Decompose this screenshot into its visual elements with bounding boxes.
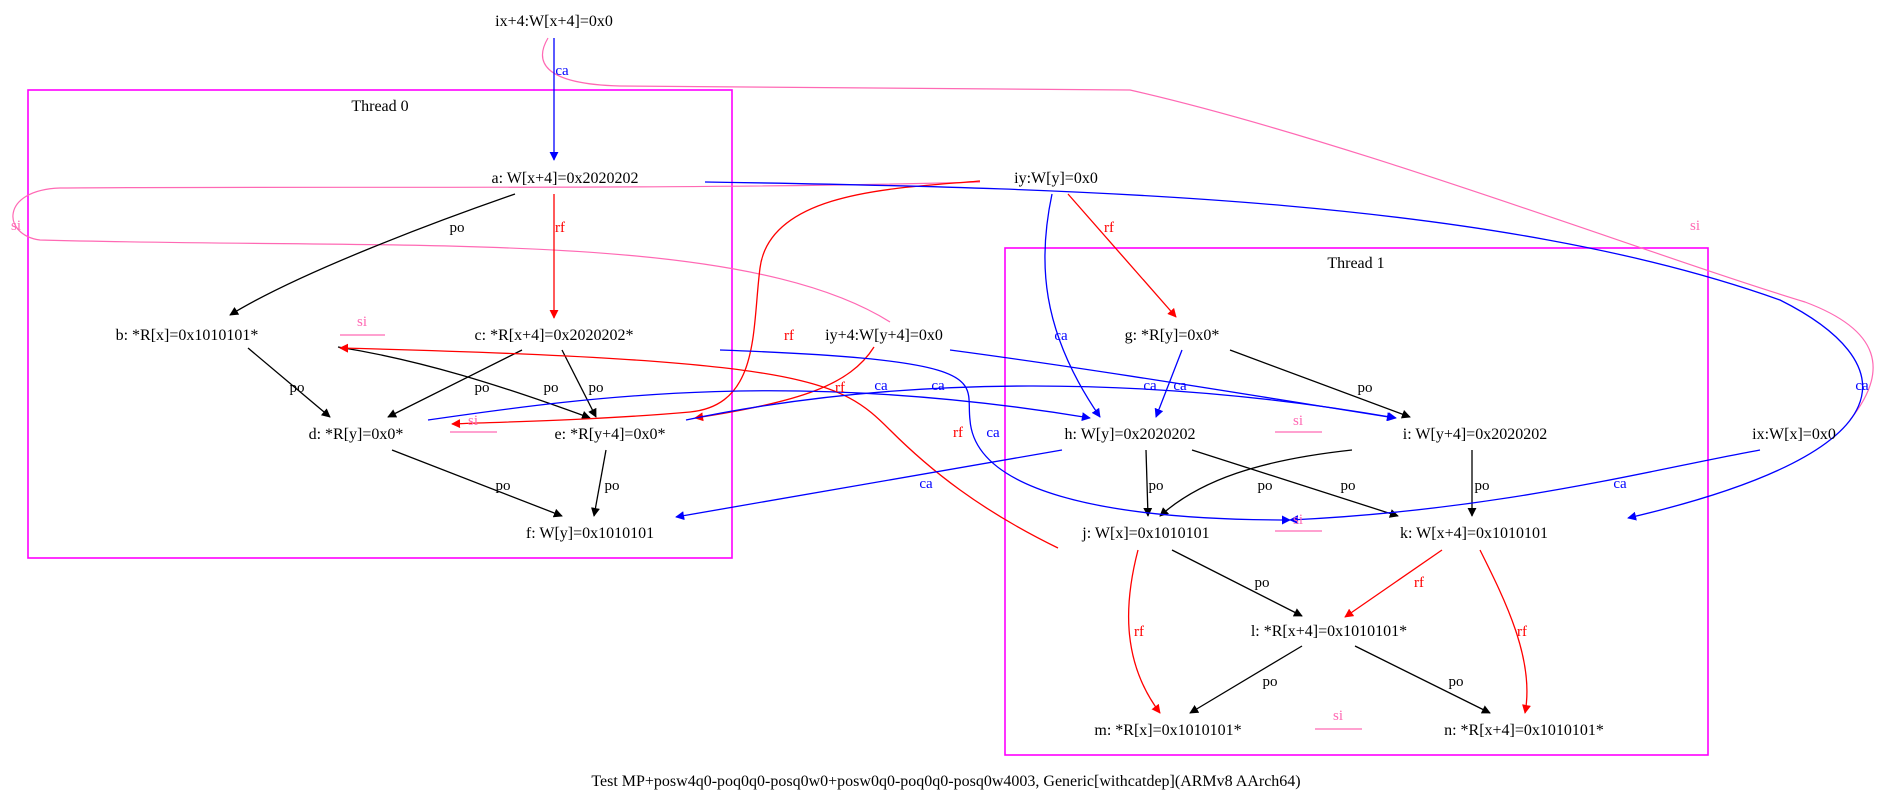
thread-0-cluster — [27, 89, 733, 559]
label-ca-e-i-a: ca — [1143, 378, 1157, 394]
po-edge-c-d — [387, 349, 523, 418]
node-i: i: W[y+4]=0x2020202 — [1403, 426, 1547, 443]
po-edge-l-m — [1189, 645, 1303, 714]
label-ca-c-j: ca — [986, 425, 1000, 441]
po-edge-d-f — [391, 449, 563, 518]
label-po-l-m: po — [1263, 674, 1278, 690]
label-rf-j-m: rf — [1134, 624, 1144, 640]
node-n: n: *R[x+4]=0x1010101* — [1444, 722, 1604, 739]
node-ix: ix:W[x]=0x0 — [1752, 426, 1836, 443]
node-f: f: W[y]=0x1010101 — [526, 525, 654, 542]
po-edge-j-l — [1171, 549, 1303, 617]
node-g: g: *R[y]=0x0* — [1125, 327, 1220, 344]
thread-1-cluster — [1004, 247, 1709, 756]
ca-edge-c-j — [719, 349, 1291, 525]
diagram-caption: Test MP+posw4q0-poq0q0-posq0w0+posw0q0-p… — [591, 773, 1300, 790]
po-edge-g-i — [1229, 349, 1411, 419]
label-rf-k-l: rf — [1414, 575, 1424, 591]
rf-edge-iy4-e — [694, 346, 875, 422]
label-ca-e-i-b: ca — [1173, 378, 1187, 394]
label-po-i-j: po — [1258, 478, 1273, 494]
label-ca-iy-h: ca — [1054, 328, 1068, 344]
node-d: d: *R[y]=0x0* — [309, 426, 404, 443]
po-edge-a-b — [229, 193, 516, 316]
node-iy: iy:W[y]=0x0 — [1014, 170, 1098, 187]
node-iy4: iy+4:W[y+4]=0x0 — [825, 327, 943, 344]
rf-edge-iy-d — [451, 180, 981, 429]
po-edge-l-n — [1354, 645, 1491, 714]
label-ca-h-f: ca — [919, 476, 933, 492]
si-edge-ix4-ix — [541, 37, 1874, 421]
label-po-b-e: po — [544, 380, 559, 396]
po-edge-b-d — [247, 347, 331, 418]
rf-edge-iy-g — [1067, 193, 1177, 318]
node-h: h: W[y]=0x2020202 — [1065, 426, 1196, 443]
ca-edge-iy-h — [1044, 193, 1101, 418]
node-c: c: *R[x+4]=0x2020202* — [475, 327, 634, 344]
label-ca-a-k: ca — [1855, 378, 1869, 394]
label-si-left: si — [11, 218, 21, 234]
label-si-right: si — [1690, 218, 1700, 234]
label-ca-ix4-a: ca — [555, 63, 569, 79]
po-edge-h-k — [1191, 449, 1399, 518]
thread-1-label: Thread 1 — [1327, 255, 1384, 272]
ca-edge-g-h — [1154, 349, 1183, 418]
node-m: m: *R[x]=0x1010101* — [1094, 722, 1241, 739]
label-po-d-f: po — [496, 478, 511, 494]
node-ix4: ix+4:W[x+4]=0x0 — [495, 13, 613, 30]
ca-edge-e-i — [685, 385, 1397, 422]
ca-edge-h-f — [675, 449, 1063, 521]
label-rf-k-n: rf — [1517, 624, 1527, 640]
rf-edge-j-m — [1127, 549, 1161, 714]
rf-edge-j-b — [339, 343, 1059, 549]
node-e: e: *R[y+4]=0x0* — [555, 426, 666, 443]
label-rf-iy4-e: rf — [835, 380, 845, 396]
po-edge-e-f — [591, 449, 607, 517]
node-l: l: *R[x+4]=0x1010101* — [1251, 623, 1407, 640]
label-rf-a-c: rf — [555, 220, 565, 236]
label-ca-d-h-a: ca — [874, 378, 888, 394]
po-edge-c-e — [561, 349, 597, 418]
rf-edge-k-l — [1344, 549, 1443, 618]
label-ca-d-h-b: ca — [931, 378, 945, 394]
node-j: j: W[x]=0x1010101 — [1081, 525, 1209, 542]
label-po-i-k: po — [1475, 478, 1490, 494]
label-po-c-e: po — [589, 380, 604, 396]
label-po-j-l: po — [1255, 575, 1270, 591]
rf-edge-k-n — [1479, 549, 1531, 714]
label-po-g-i: po — [1358, 380, 1373, 396]
thread-0-label: Thread 0 — [351, 98, 408, 115]
node-b: b: *R[x]=0x1010101* — [116, 327, 259, 344]
label-po-a-b: po — [450, 220, 465, 236]
ca-edge-d-h — [427, 390, 1091, 422]
po-edge-h-j — [1143, 449, 1153, 517]
label-po-c-d: po — [475, 380, 490, 396]
label-si-m: si — [1333, 708, 1343, 724]
po-edge-b-e — [337, 346, 591, 420]
label-si-h: si — [1293, 413, 1303, 429]
label-rf-iy-d: rf — [784, 328, 794, 344]
label-rf-iy-g: rf — [1104, 220, 1114, 236]
node-k: k: W[x+4]=0x1010101 — [1400, 525, 1548, 542]
ca-edge-a-k — [704, 181, 1864, 521]
label-po-l-n: po — [1449, 674, 1464, 690]
label-si-b: si — [357, 314, 367, 330]
label-ca-ix-j: ca — [1613, 476, 1627, 492]
ca-edge-ix-j — [1289, 449, 1761, 525]
po-edge-i-j — [1159, 449, 1353, 517]
label-po-h-j: po — [1149, 478, 1164, 494]
node-a: a: W[x+4]=0x2020202 — [491, 170, 638, 187]
si-edge-iy-iy4 — [12, 181, 981, 323]
label-si-d: si — [468, 413, 478, 429]
label-po-b-d: po — [290, 380, 305, 396]
label-rf-j-b: rf — [953, 425, 963, 441]
label-po-h-k: po — [1341, 478, 1356, 494]
ca-edge-iy4-i — [949, 349, 1396, 422]
label-po-e-f: po — [605, 478, 620, 494]
label-si-j: si — [1293, 512, 1303, 528]
